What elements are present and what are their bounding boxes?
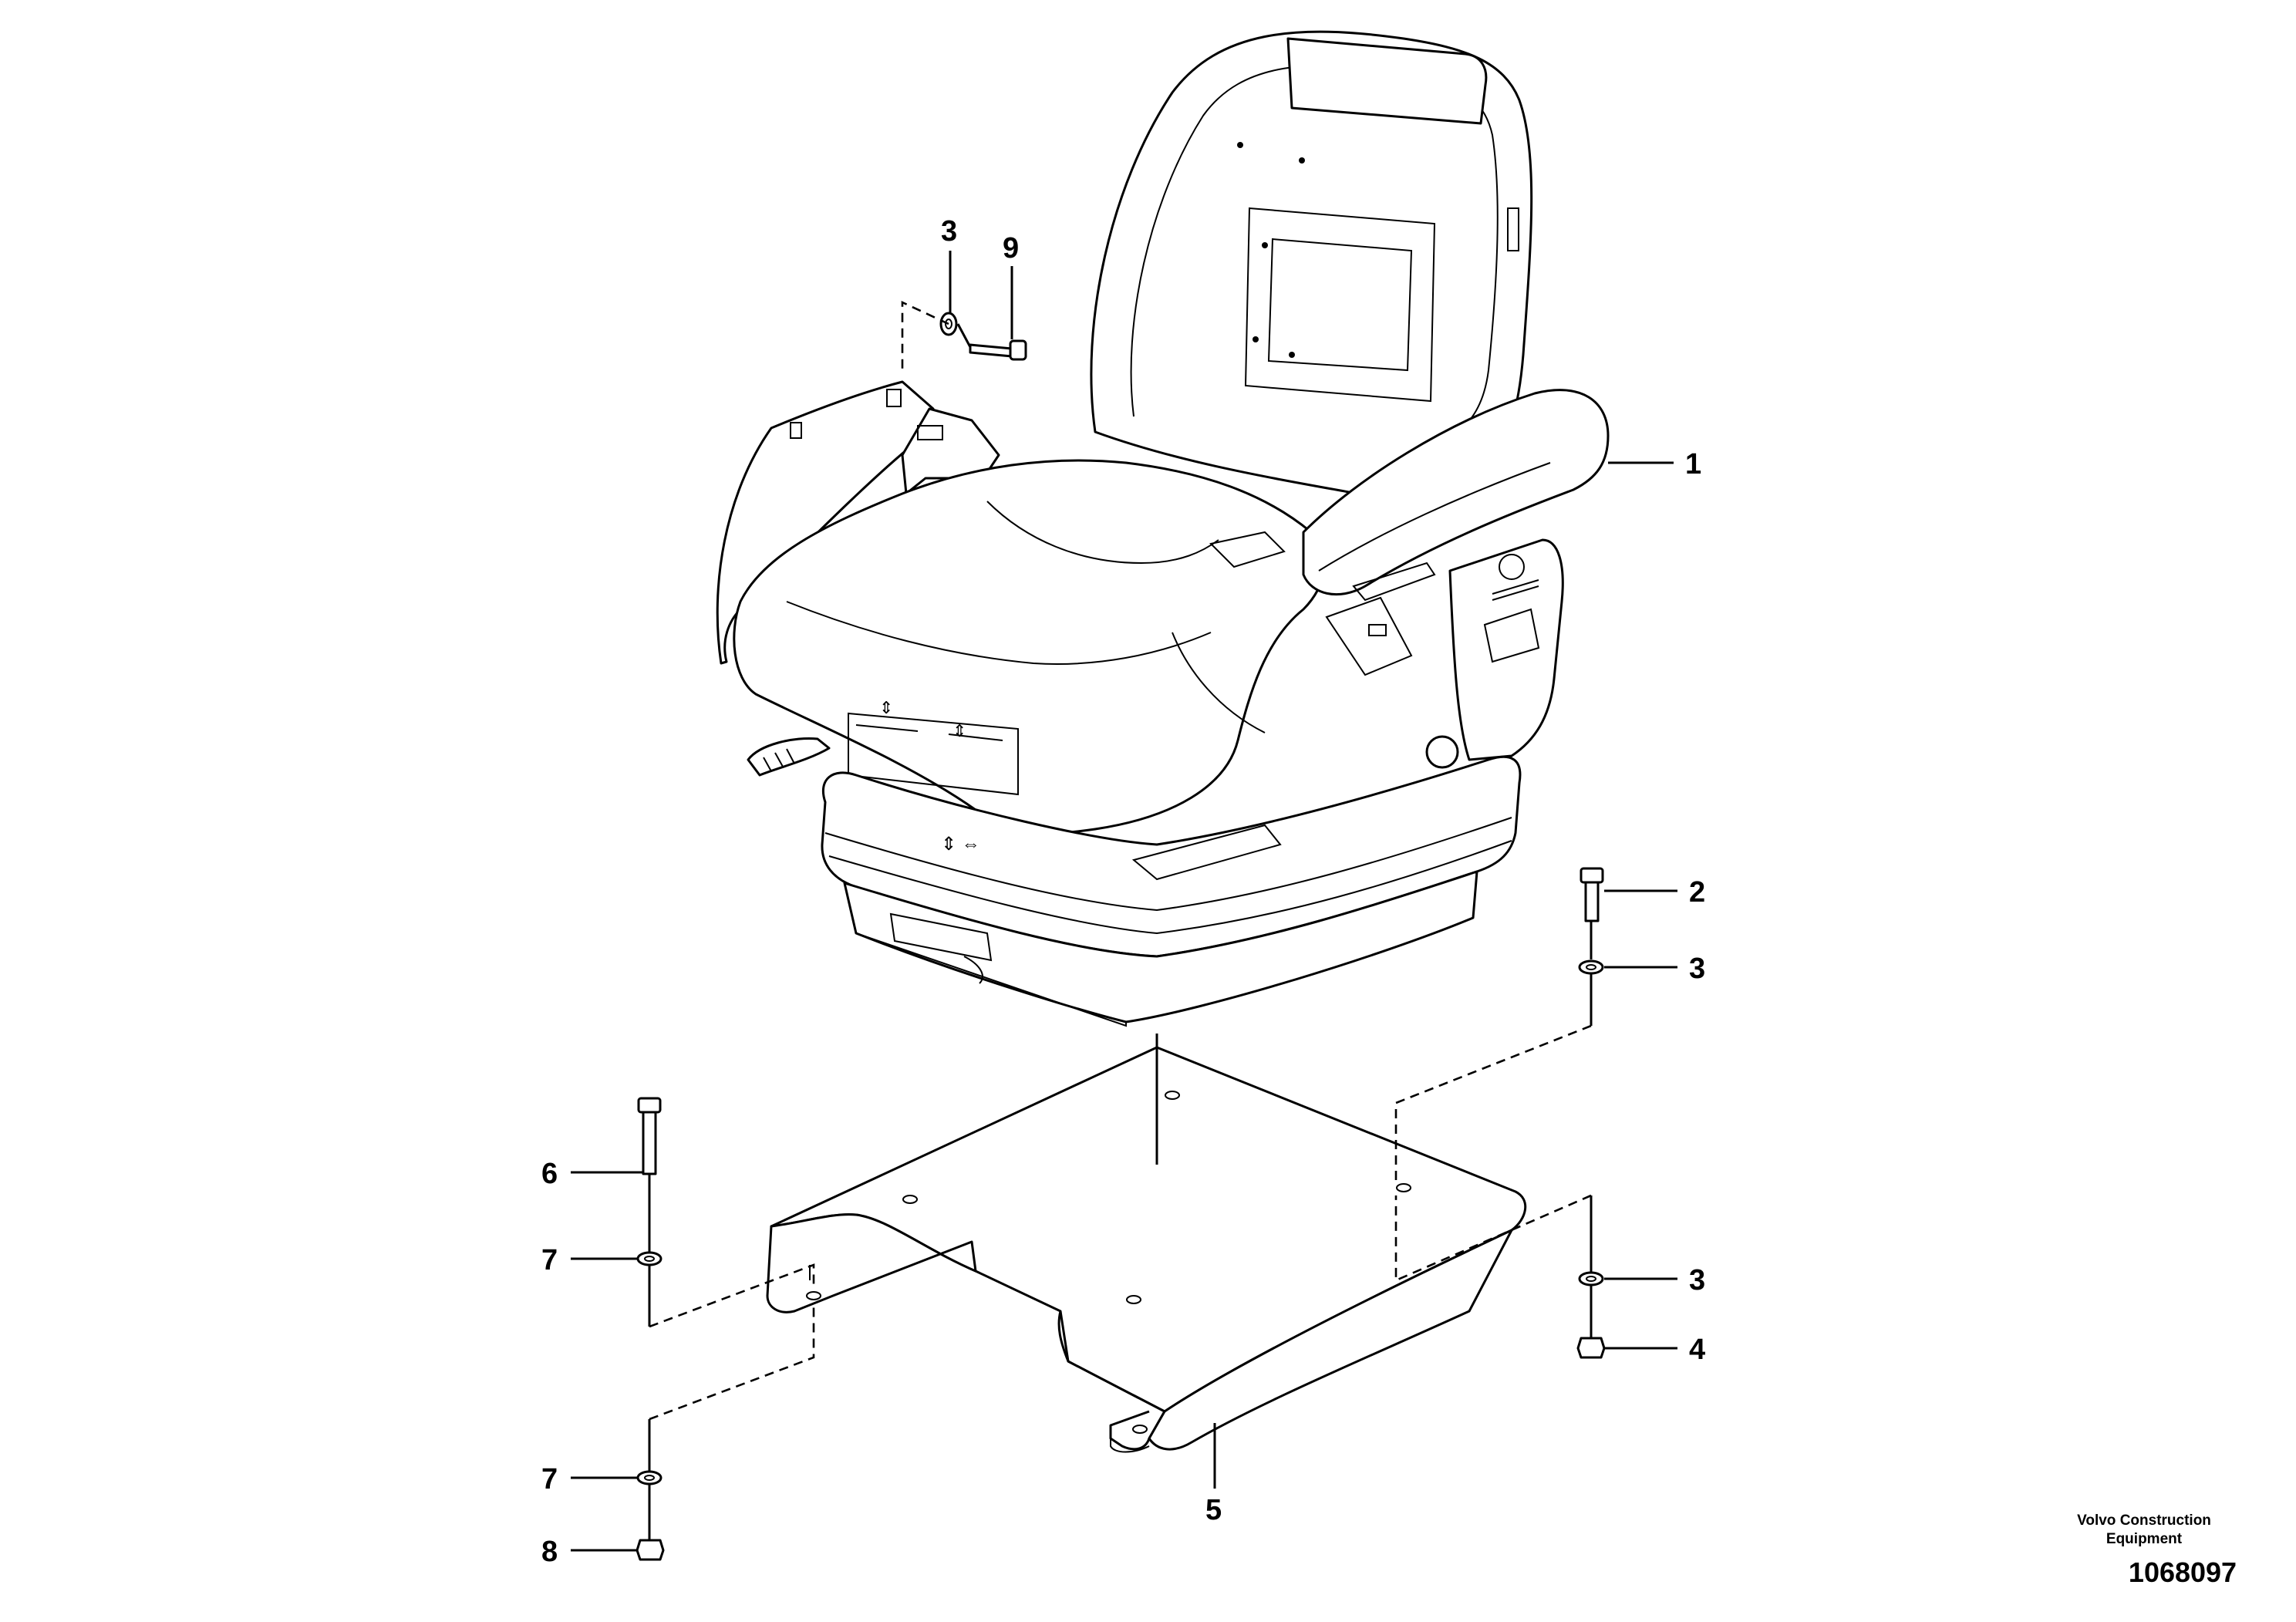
callout-8: 8 xyxy=(541,1536,558,1568)
callout-3-upper-left: 3 xyxy=(941,215,957,248)
callout-5: 5 xyxy=(1205,1494,1222,1526)
seat-right-side-panel xyxy=(1448,538,1564,761)
operator-seat-assembly: ⇕ ⇕ ⇕ ⇔ xyxy=(716,30,1610,1027)
assembly-lines xyxy=(648,300,1593,1540)
washer-7-upper xyxy=(636,1251,663,1266)
bolt-6 xyxy=(637,1097,662,1175)
callout-3-right-upper: 3 xyxy=(1689,953,1705,985)
seat-cushion xyxy=(733,459,1327,835)
brand-line-2: Equipment xyxy=(2106,1531,2183,1547)
nut-4 xyxy=(1576,1337,1606,1359)
svg-text:⇕ ⇔: ⇕ ⇔ xyxy=(941,834,980,855)
seat-adjust-lever xyxy=(747,737,831,777)
callout-1: 1 xyxy=(1685,448,1701,481)
bolt-2 xyxy=(1580,867,1604,922)
seat-armrest xyxy=(1302,389,1610,596)
callout-leaders xyxy=(571,251,1677,1552)
callout-4: 4 xyxy=(1689,1334,1705,1366)
nut-8 xyxy=(636,1539,665,1561)
washer-3-right-upper xyxy=(1578,959,1604,975)
callout-3-right-lower: 3 xyxy=(1689,1264,1705,1297)
callout-7-lower: 7 xyxy=(541,1463,558,1496)
svg-text:⇕: ⇕ xyxy=(879,698,893,717)
svg-text:⇕: ⇕ xyxy=(952,721,966,740)
seat-mounting-plate xyxy=(766,1046,1527,1453)
brand-label: Volvo Construction Equipment xyxy=(2036,1512,2252,1549)
callout-6: 6 xyxy=(541,1158,558,1190)
washer-7-lower xyxy=(636,1470,663,1485)
washer-3-right-lower xyxy=(1578,1271,1604,1286)
callout-2: 2 xyxy=(1689,876,1705,909)
brand-line-1: Volvo Construction xyxy=(2077,1512,2211,1529)
backrest-panel xyxy=(1244,207,1436,403)
bolt-9 xyxy=(969,339,1027,361)
drawing-number: 1068097 xyxy=(2128,1556,2237,1588)
callout-7-upper: 7 xyxy=(541,1244,558,1276)
callout-9: 9 xyxy=(1003,232,1019,265)
